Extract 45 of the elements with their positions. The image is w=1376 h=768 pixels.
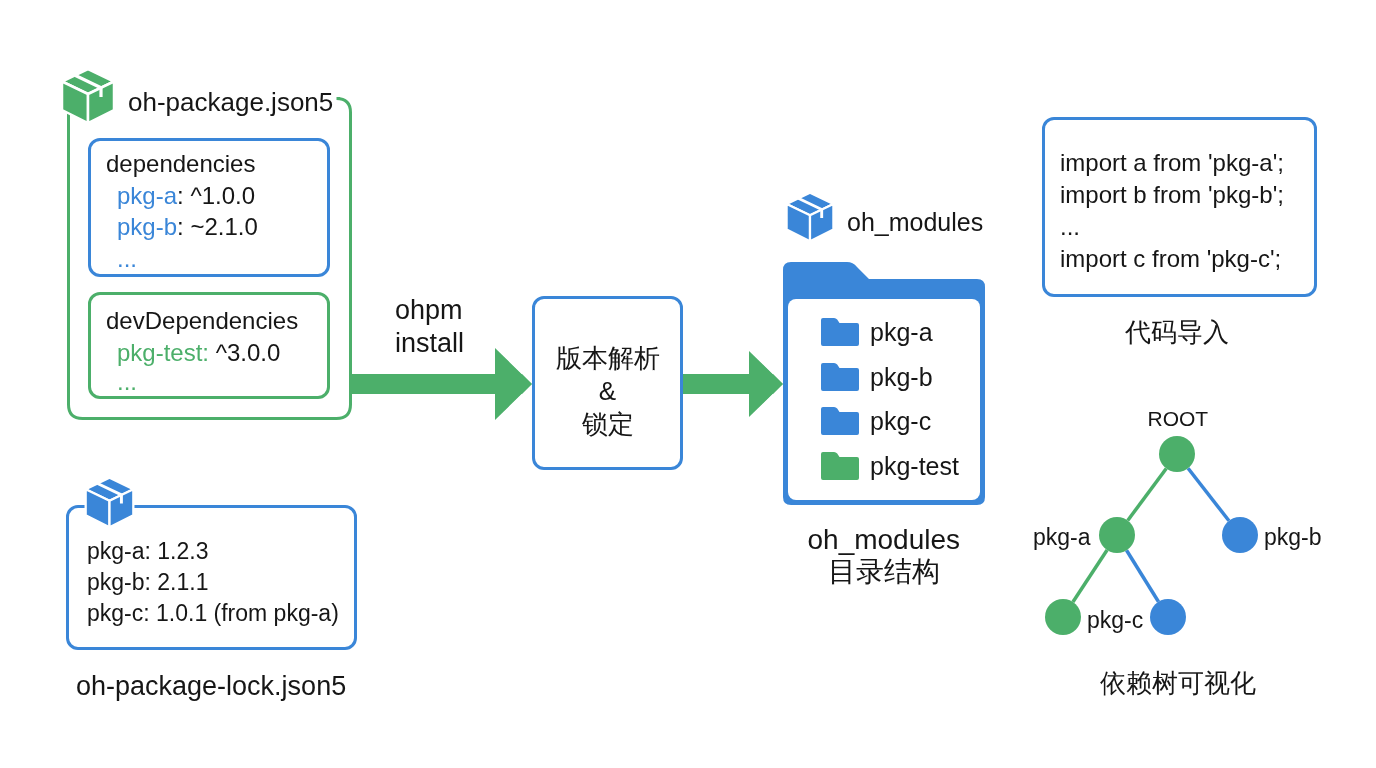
node-label: ROOT — [1147, 405, 1209, 431]
connector-line — [1126, 467, 1168, 522]
dependency-entry: ... — [117, 367, 137, 396]
folder-label: pkg-c — [870, 406, 932, 437]
code-line: import b from 'pkg-b'; — [1060, 179, 1284, 209]
code-line: ... — [1060, 211, 1080, 241]
dependency-entry: pkg-a: ^1.0.0 — [117, 180, 256, 210]
process-box — [532, 296, 683, 470]
code-line: import a from 'pkg-a'; — [1060, 147, 1284, 177]
block-arrow — [352, 348, 532, 420]
edge-label: ohpm install — [395, 294, 465, 360]
dependency-entry: ... — [117, 243, 137, 273]
code-line: import c from 'pkg-c'; — [1060, 243, 1282, 273]
tree-node — [1159, 436, 1195, 472]
connector-line — [1071, 549, 1109, 603]
section-box — [88, 292, 330, 399]
connector-line — [1125, 549, 1160, 603]
node-label: 代码导入 — [1125, 316, 1229, 348]
section-box — [88, 138, 330, 277]
lock-entry: pkg-a: 1.2.3 — [87, 537, 209, 565]
lock-entry: pkg-b: 2.1.1 — [87, 568, 209, 596]
node-label: oh_modules 目录结构 — [807, 524, 961, 588]
section-title: devDependencies — [106, 305, 299, 335]
block-arrow — [683, 351, 783, 417]
folder-label: pkg-test — [870, 451, 959, 482]
caption: 依赖树可视化 — [1100, 667, 1256, 699]
folder-name: oh_modules — [847, 207, 984, 237]
node-label: pkg-a — [1033, 523, 1091, 551]
node-label: oh-package-lock.json5 — [76, 670, 347, 702]
section-title: dependencies — [106, 148, 256, 178]
connector-line — [1186, 467, 1231, 522]
lock-entry: pkg-c: 1.0.1 (from pkg-a) — [87, 599, 339, 627]
code-box — [1042, 117, 1317, 297]
dependency-entry: pkg-b: ~2.1.0 — [117, 212, 258, 241]
file-name: oh-package.json5 — [128, 86, 334, 118]
dependency-entry: pkg-test: ^3.0.0 — [117, 337, 281, 367]
folder-label: pkg-b — [870, 361, 933, 392]
tree-node — [1045, 599, 1081, 635]
tree-node — [1099, 517, 1135, 553]
tree-node — [1222, 517, 1258, 553]
process-label: 版本解析 & 锁定 — [555, 341, 660, 441]
tree-node — [1150, 599, 1186, 635]
folder-label: pkg-a — [870, 317, 933, 347]
node-label: pkg-c — [1087, 606, 1144, 634]
node-label: pkg-b — [1264, 523, 1322, 551]
